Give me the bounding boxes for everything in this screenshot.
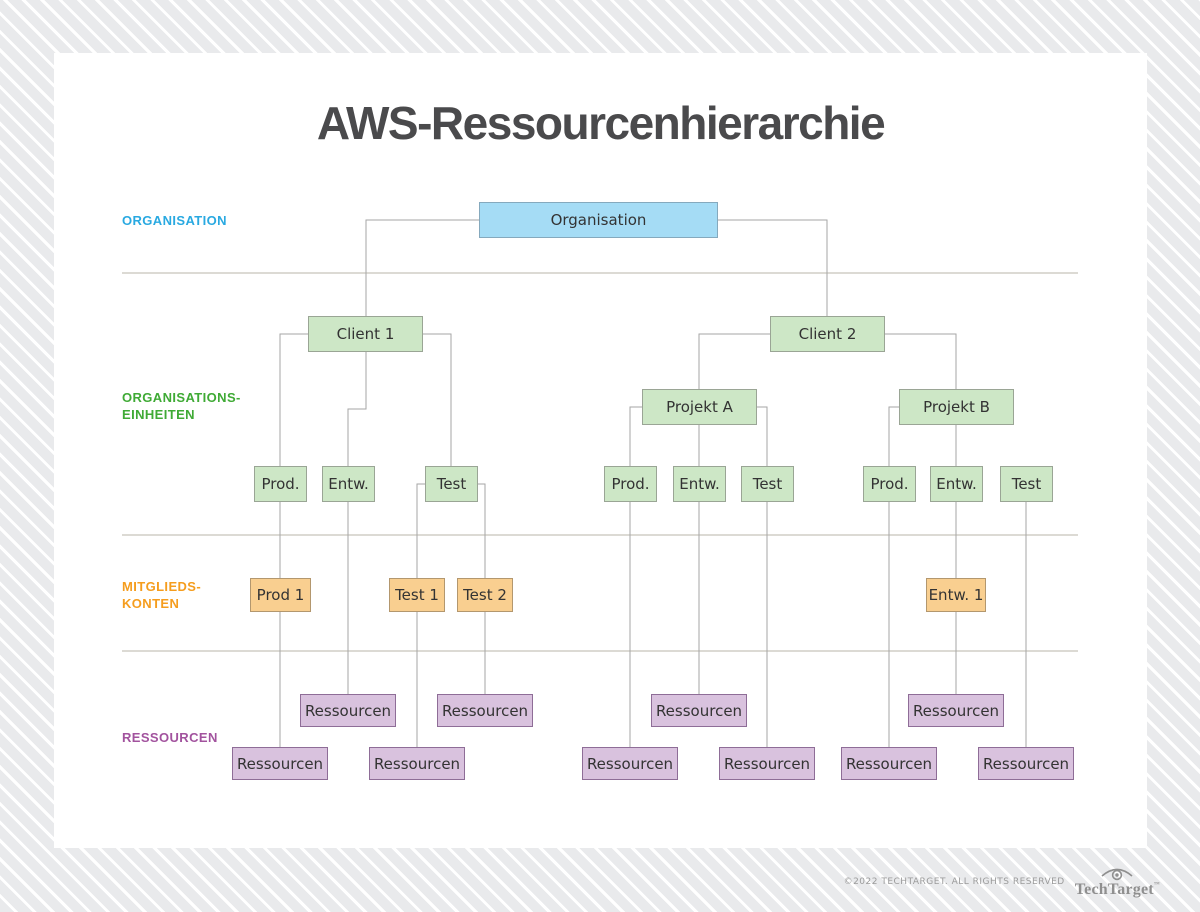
node-client-1: Client 1 — [308, 316, 423, 352]
row-label-organisationseinheiten: ORGANISATIONS- EINHEITEN — [122, 389, 241, 423]
node-client1-entw: Entw. — [322, 466, 375, 502]
row-divider-3 — [122, 650, 1078, 652]
node-projekt-b: Projekt B — [899, 389, 1014, 425]
node-ressourcen: Ressourcen — [908, 694, 1004, 727]
node-entw-1: Entw. 1 — [926, 578, 986, 612]
node-ressourcen: Ressourcen — [719, 747, 815, 780]
node-prod-1: Prod 1 — [250, 578, 311, 612]
node-ressourcen: Ressourcen — [841, 747, 937, 780]
node-projekta-entw: Entw. — [673, 466, 726, 502]
node-projektb-entw: Entw. — [930, 466, 983, 502]
footer: ©2022 TECHTARGET. ALL RIGHTS RESERVED Te… — [844, 864, 1160, 900]
node-ressourcen: Ressourcen — [978, 747, 1074, 780]
row-label-mitgliedskonten-line1: MITGLIEDS- — [122, 579, 202, 594]
eye-icon — [1101, 868, 1133, 880]
diagram-canvas — [54, 53, 1147, 848]
row-label-mitgliedskonten-line2: KONTEN — [122, 596, 180, 611]
node-projektb-test: Test — [1000, 466, 1053, 502]
node-organisation: Organisation — [479, 202, 718, 238]
techtarget-wordmark-text: TechTarget — [1074, 880, 1154, 898]
techtarget-wordmark: TechTarget™ — [1074, 880, 1160, 898]
row-label-mitgliedskonten: MITGLIEDS- KONTEN — [122, 578, 201, 612]
row-label-organisation-text: ORGANISATION — [122, 213, 227, 228]
row-divider-2 — [122, 534, 1078, 536]
node-projekta-test: Test — [741, 466, 794, 502]
row-divider-1 — [122, 272, 1078, 274]
node-projektb-prod: Prod. — [863, 466, 916, 502]
node-test-1: Test 1 — [389, 578, 445, 612]
node-test-2: Test 2 — [457, 578, 513, 612]
node-projekta-prod: Prod. — [604, 466, 657, 502]
node-client1-prod: Prod. — [254, 466, 307, 502]
copyright-text: ©2022 TECHTARGET. ALL RIGHTS RESERVED — [843, 877, 1065, 887]
node-ressourcen: Ressourcen — [232, 747, 328, 780]
row-label-ressourcen-text: RESSOURCEN — [122, 730, 218, 745]
node-ressourcen: Ressourcen — [437, 694, 533, 727]
row-label-organisationseinheiten-line1: ORGANISATIONS- — [122, 390, 241, 405]
node-ressourcen: Ressourcen — [651, 694, 747, 727]
node-ressourcen: Ressourcen — [369, 747, 465, 780]
techtarget-logo: TechTarget™ — [1075, 867, 1160, 898]
node-client-2: Client 2 — [770, 316, 885, 352]
node-projekt-a: Projekt A — [642, 389, 757, 425]
node-client1-test: Test — [425, 466, 478, 502]
row-label-organisation: ORGANISATION — [122, 212, 227, 229]
row-label-organisationseinheiten-line2: EINHEITEN — [122, 407, 195, 422]
trademark-symbol: ™ — [1153, 881, 1160, 888]
page-title: AWS-Ressourcenhierarchie — [316, 97, 886, 149]
node-ressourcen: Ressourcen — [582, 747, 678, 780]
node-ressourcen: Ressourcen — [300, 694, 396, 727]
row-label-ressourcen: RESSOURCEN — [122, 729, 218, 746]
